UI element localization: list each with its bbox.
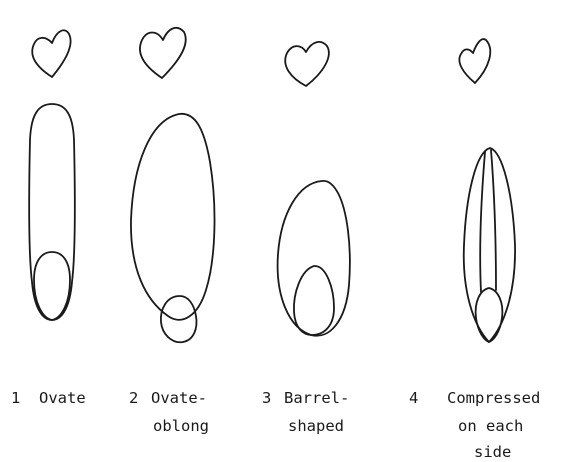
- figure-4-label-line-1: Compressed: [447, 389, 540, 407]
- figure-3-caption: 3 Barrel- shaped: [262, 389, 349, 435]
- figure-3-label-line-1: Barrel-: [284, 389, 349, 407]
- figure-3-number: 3: [262, 389, 271, 407]
- figure-4-body-outline: [464, 148, 515, 342]
- figure-1-cross-section: [32, 30, 70, 77]
- figure-1-body-outline: [29, 104, 75, 320]
- figure-3-cross-section: [285, 42, 329, 86]
- figure-4-right-seam: [491, 150, 496, 290]
- figure-4-cross-section: [459, 39, 490, 83]
- figure-3-germ-outline: [294, 266, 334, 335]
- figure-4-caption: 4 Compressed on each side: [409, 389, 540, 461]
- figure-1-label-line-1: Ovate: [39, 389, 86, 407]
- figure-2-ovate-oblong: [131, 28, 215, 342]
- figure-4-label-line-2: on each: [458, 417, 523, 435]
- figure-2-label-line-1: Ovate-: [151, 389, 207, 407]
- figure-1-number: 1: [11, 389, 20, 407]
- figure-2-number: 2: [129, 389, 138, 407]
- figure-3-label-line-2: shaped: [288, 417, 344, 435]
- figure-4-label-line-3: side: [474, 443, 511, 461]
- figure-2-label-line-2: oblong: [153, 417, 209, 435]
- figure-1-germ-outline: [34, 252, 70, 320]
- figure-2-caption: 2 Ovate- oblong: [129, 389, 209, 435]
- figure-3-body-outline: [278, 181, 350, 336]
- figure-2-cross-section: [140, 28, 186, 78]
- figure-1-ovate: [29, 30, 75, 320]
- figure-4-germ-outline: [476, 288, 503, 342]
- figure-1-caption: 1 Ovate: [11, 389, 86, 407]
- figure-4-number: 4: [409, 389, 418, 407]
- figure-3-barrel-shaped: [278, 42, 350, 336]
- figure-4-compressed-on-each-side: [459, 39, 515, 342]
- figure-2-body-outline: [131, 114, 215, 320]
- figure-4-left-seam: [480, 152, 485, 292]
